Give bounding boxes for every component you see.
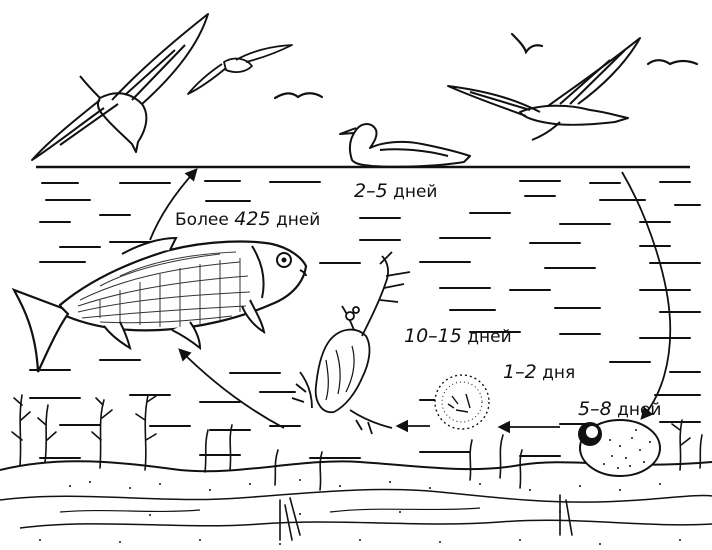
label-fish-stage: Более 425 дней [175,210,320,229]
seabed-stipple [39,479,681,545]
arrow-crustacean-to-fish [180,350,284,428]
crustacean-stage-value: 10–15 [404,325,462,347]
swimming-gull [340,124,470,167]
fish-stage-unit: дней [276,210,320,230]
arrow-surface-to-egg [622,172,670,418]
larva [435,375,489,429]
larva-stage-unit: дня [542,363,575,383]
crustacean [292,252,410,434]
fish [14,238,306,372]
larva-stage-value: 1–2 [503,361,537,383]
surface-stage-unit: дней [393,182,437,202]
flying-gull-left [32,14,208,160]
flying-gull-middle [188,45,292,94]
fish-stage-prefix: Более [175,210,229,230]
flying-gull-right [448,38,640,140]
label-larva-stage: 1–2 дня [503,363,575,382]
surface-stage-value: 2–5 [354,180,388,202]
label-egg-stage: 5–8 дней [578,400,661,419]
crustacean-stage-unit: дней [467,327,511,347]
egg [578,420,660,476]
label-crustacean-stage: 10–15 дней [404,327,512,346]
label-surface-stage: 2–5 дней [354,182,437,201]
fish-stage-value: 425 [234,208,270,230]
egg-stage-unit: дней [617,400,661,420]
egg-stage-value: 5–8 [578,398,612,420]
